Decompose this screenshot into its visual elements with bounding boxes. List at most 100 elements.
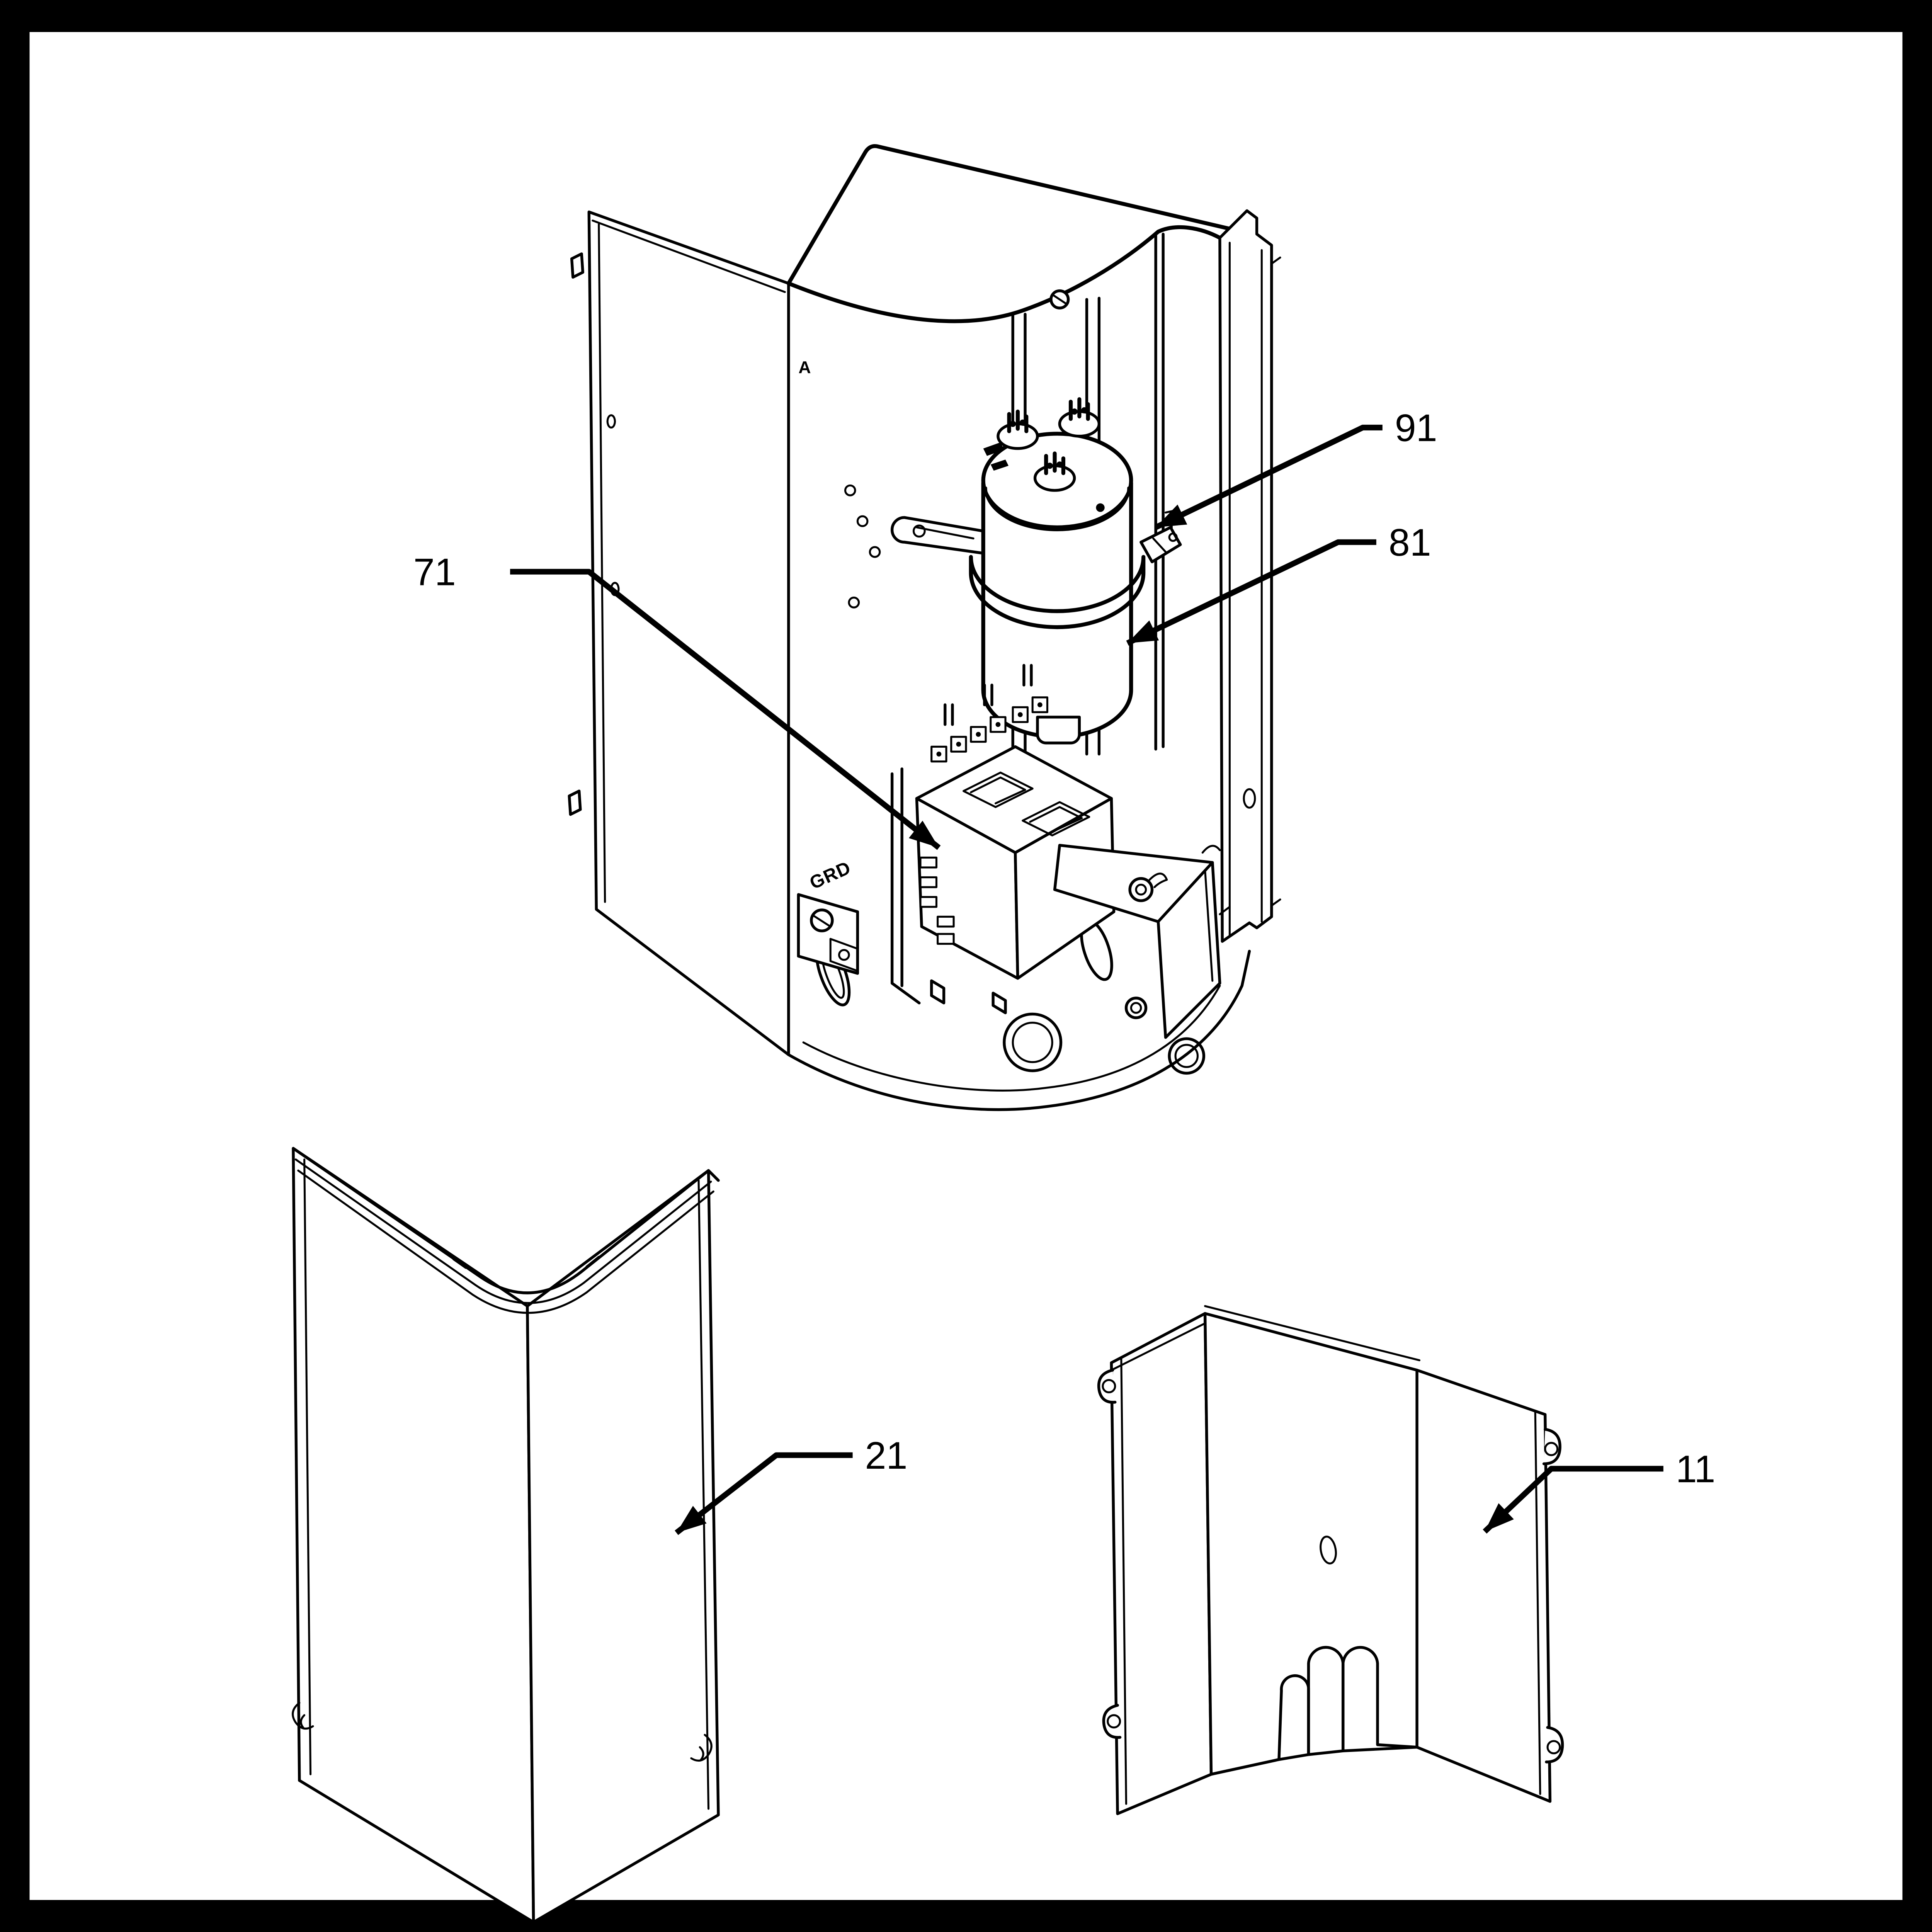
callout-81: 81 [1126,521,1431,646]
bracket-hole-inner [1130,1002,1142,1014]
callout-71-arrowhead [909,820,939,848]
terminal-dot [1081,407,1088,413]
contactor-feet [930,979,1007,1014]
terminal-screw [995,722,1001,727]
ground-lug-hole [838,949,850,961]
cover-right-tabs [1542,1428,1564,1764]
terminal-dot [1010,420,1016,427]
cover-left-flange-hem [1110,1322,1206,1805]
callout-91-leader [1154,425,1383,530]
capacitor-foot [1036,716,1081,745]
control-box-cover-panel [1097,1305,1564,1815]
callout-11-arrowhead [1485,1503,1514,1532]
base-grommet [1003,1012,1063,1072]
page-border-bottom [0,1900,1932,1932]
cover-center-hole [1320,1536,1337,1565]
bracket-grommet-inner [1174,1044,1199,1068]
callout-81-arrowhead [1127,620,1159,643]
terminal-spades [1068,397,1090,421]
callout-11-leader [1483,1466,1663,1534]
cover-right-tab-hole [1546,1740,1561,1755]
callout-11: 11 [1483,1448,1716,1534]
capacitor-lid-dot [1096,503,1105,512]
strap-arm-hole [912,524,926,538]
ground-lug: GRD [797,857,859,975]
strap-arm [891,516,985,555]
bracket-grommet [1168,1037,1206,1075]
ground-lug-block [829,938,859,972]
bracket-front-face [1156,861,1221,1039]
contactor-terminals [930,664,1049,763]
ground-screw [810,908,834,932]
callout-81-label: 81 [1389,521,1431,564]
corner-panel-right-face [526,1169,720,1924]
corner-panel-spring-clips [292,1702,713,1762]
capacitor-strap [891,509,1182,629]
back-panel-holes [844,484,881,609]
terminal-dot [1046,463,1053,469]
cover-left-tabs [1097,1369,1122,1739]
callout-71-label: 71 [413,551,456,594]
callout-71-leader [510,569,941,850]
terminal-screw [1017,712,1023,717]
callout-71: 71 [413,551,941,850]
terminal-dot [1071,408,1078,415]
cover-main-face [1203,1312,1418,1776]
strap-arm-slot [915,526,975,540]
right-side-panel [1218,209,1273,943]
cover-left-tab-hole [1107,1714,1121,1729]
callout-21-label: 21 [865,1434,908,1477]
callout-21: 21 [675,1434,908,1535]
door-hinge-clips [568,252,584,816]
top-cover-ridge [786,144,1244,286]
terminal-dot [1056,461,1063,468]
bracket-screw [1128,877,1154,902]
callout-91: 91 [1154,407,1437,530]
bracket-details [1201,845,1231,982]
strap-band [969,555,1146,629]
terminal-spades [1007,409,1029,434]
back-hole [848,597,860,609]
corner-panel-left-face [292,1147,535,1924]
bracket-screw-flag [1148,872,1168,888]
terminal-screw [956,742,961,747]
contactor [891,664,1116,1014]
right-side-panel-folds [1228,242,1281,938]
terminal-screw [936,752,942,757]
page-border-top [0,0,1932,32]
callout-11-label: 11 [1676,1448,1716,1490]
terminal-screw [976,732,981,737]
corner-panel-top-edge [292,1147,720,1294]
ground-screw-slot [812,914,832,928]
ground-lug-body [797,893,859,975]
mounting-bracket [1053,844,1231,1075]
bracket-screw-inner [1135,883,1147,896]
control-box-assembly: A [568,144,1281,1111]
capacitor-lid-rim [984,486,1130,531]
cover-right-tab-hole [1544,1442,1559,1456]
page-border-left [0,0,30,1932]
back-hole [856,515,869,527]
cover-right-flange-hem [1204,1305,1541,1795]
contactor-coil-tabs [919,856,955,945]
back-hole [869,546,881,558]
terminal-dot [1019,419,1026,426]
panel-reference-letter: A [798,358,811,377]
terminal-spades [1044,451,1066,475]
bracket-hole [1124,997,1148,1019]
callout-21-arrowhead [676,1506,707,1533]
corner-cover-panel [292,1147,720,1924]
terminal-spade-pairs [944,664,1033,726]
base-pan-inner-edge [802,985,1221,1092]
base-pan-edge [787,950,1251,1111]
callout-91-arrowhead [1156,504,1187,527]
corner-panel-edge-hems [303,1158,710,1810]
terminal-screw [1037,702,1043,707]
cover-left-tab-hole [1102,1379,1116,1393]
back-hole [844,484,856,497]
cover-right-flange [1415,1369,1552,1803]
page-border-right [1902,0,1932,1932]
capacitor-terminals [997,397,1101,492]
